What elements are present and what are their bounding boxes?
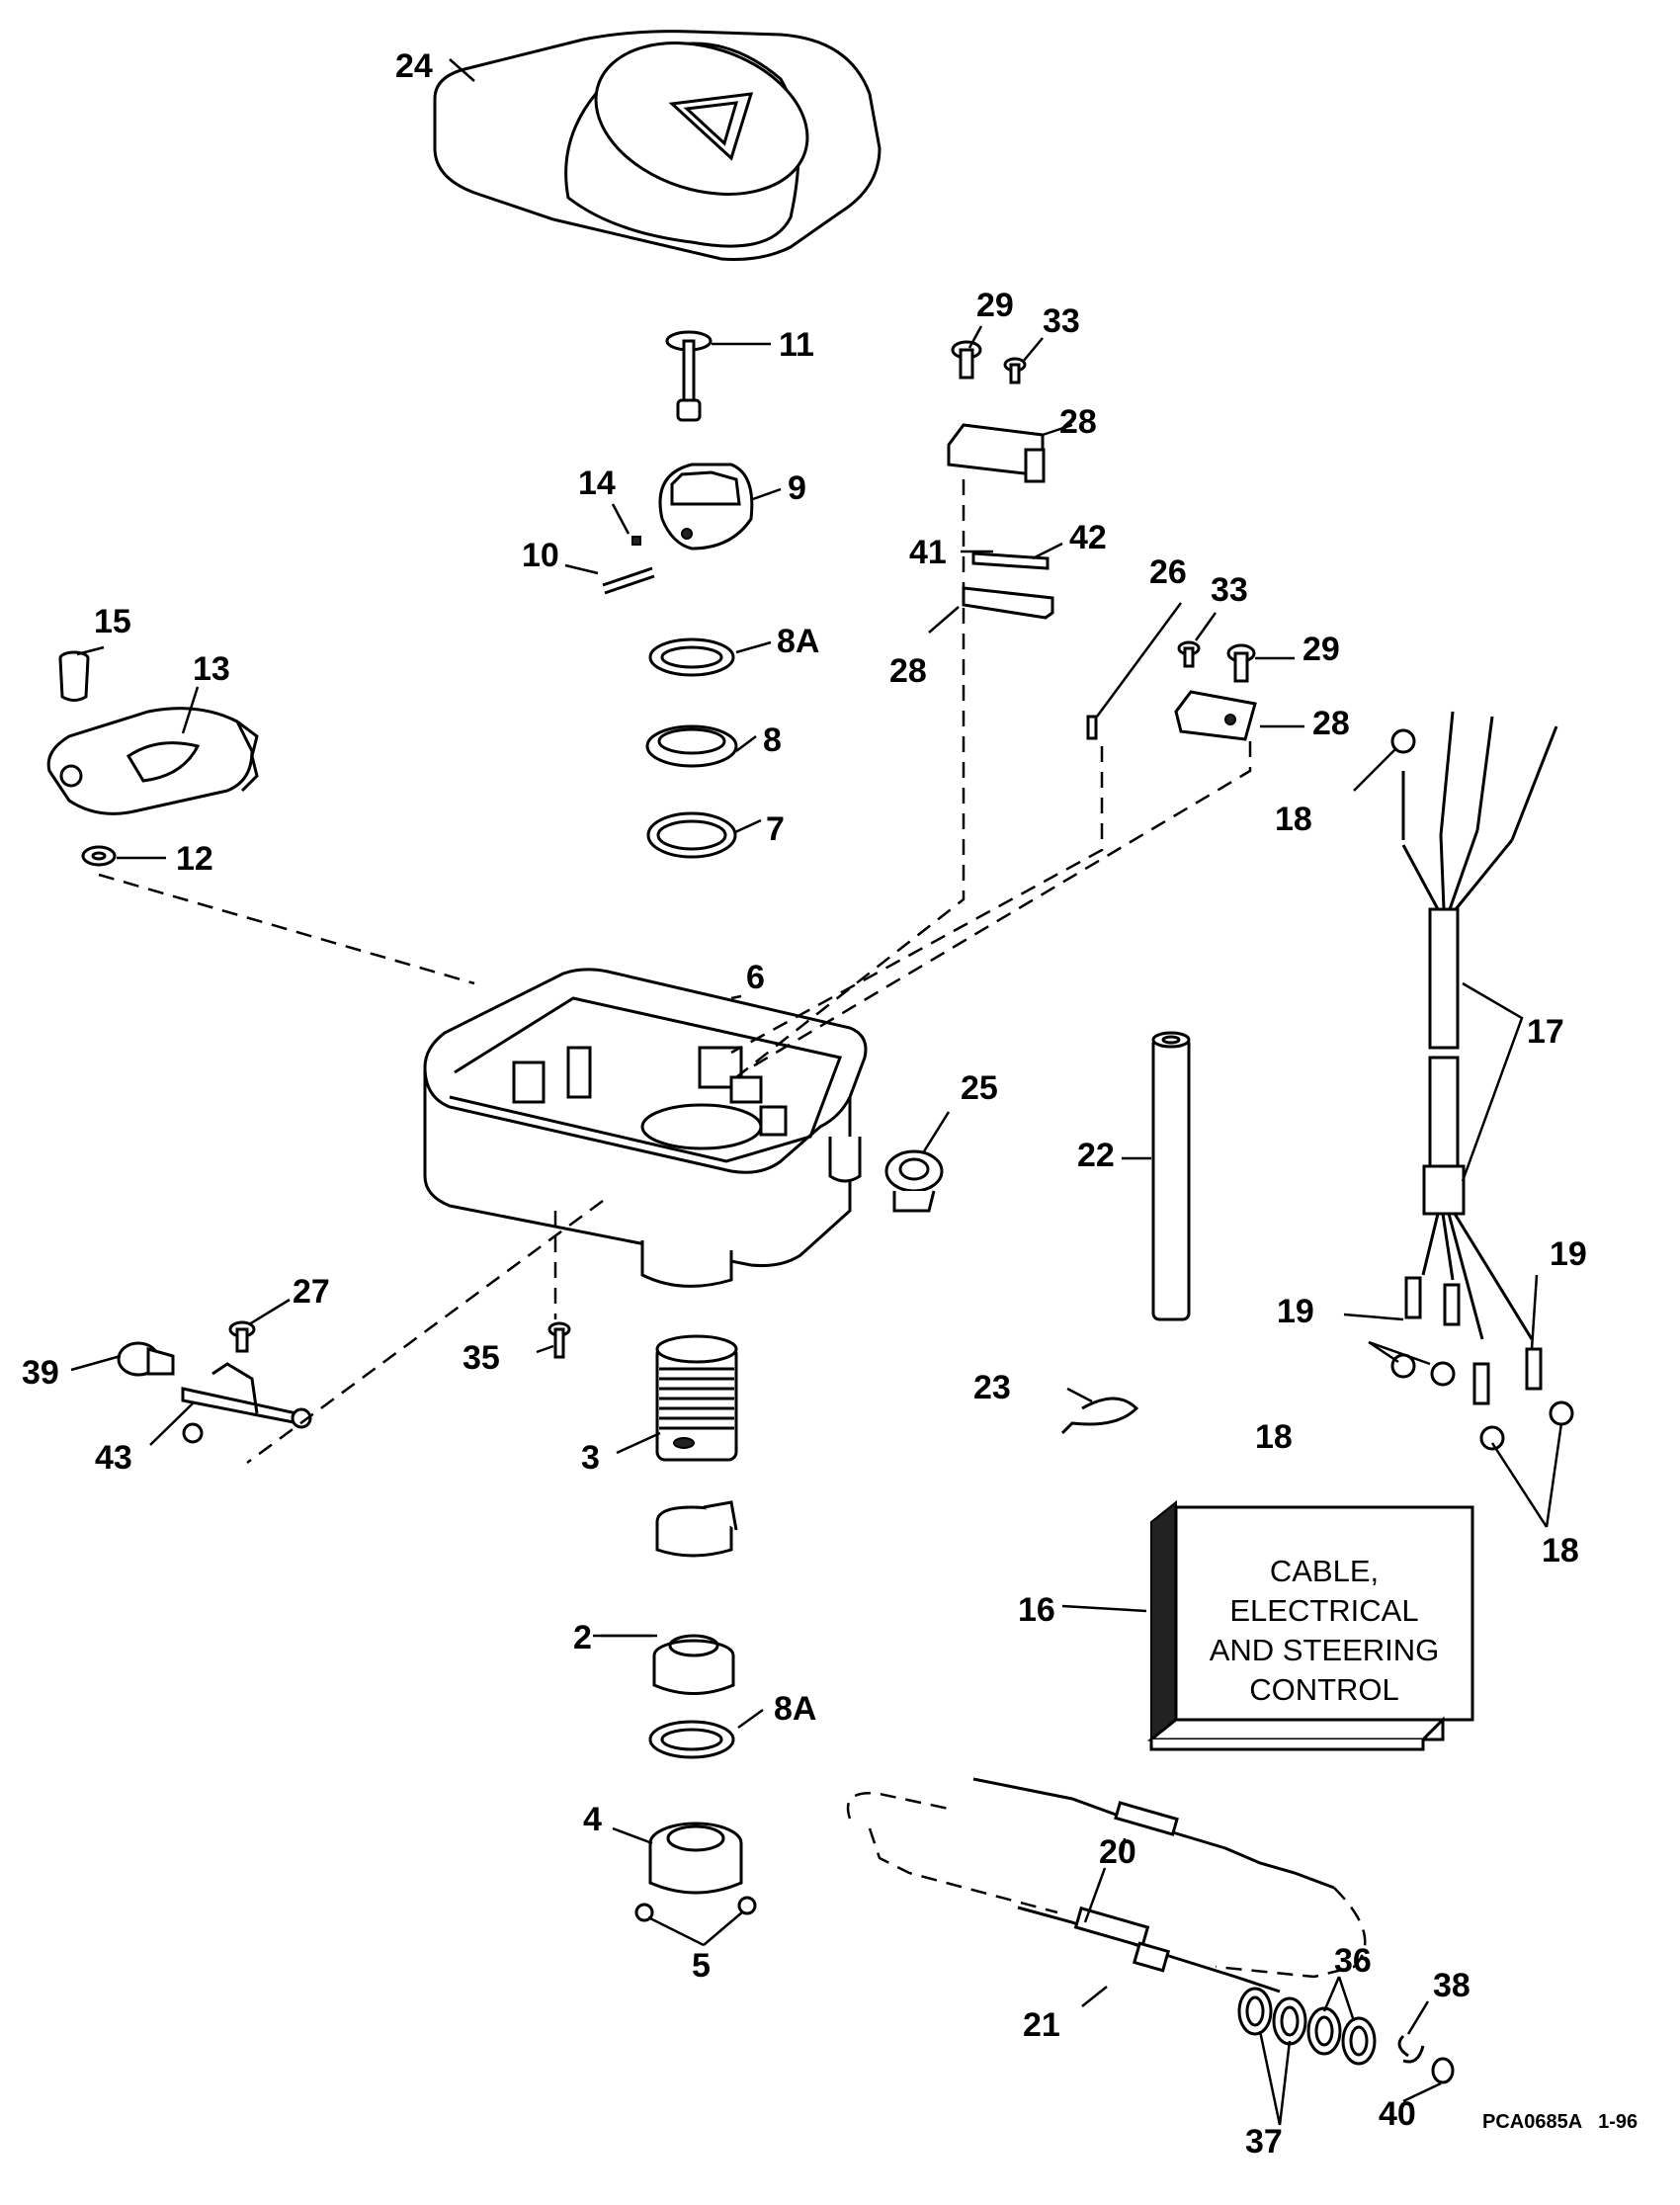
label-18-bottom: 18 [1255, 1418, 1293, 1456]
part-43-ground-strap [181, 1362, 312, 1444]
label-18-right: 18 [1542, 1532, 1579, 1569]
label-23: 23 [973, 1369, 1011, 1406]
box-line-4: CONTROL [1249, 1672, 1399, 1707]
part-36-37-washers [1237, 1987, 1377, 2066]
part-39-cap [117, 1341, 175, 1377]
label-18-top: 18 [1275, 801, 1312, 838]
part-1-bushing [652, 1634, 735, 1695]
part-35-screw [547, 1321, 571, 1359]
label-12: 12 [176, 840, 213, 878]
label-5: 6 [746, 959, 765, 996]
label-19-left: 19 [1277, 1293, 1314, 1330]
label-8: 8A [774, 1690, 816, 1728]
label-42: 42 [1069, 519, 1107, 556]
label-11: 11 [779, 326, 814, 364]
part-33-screw-top [1003, 357, 1027, 384]
label-29-top: 29 [976, 287, 1014, 324]
part-7-cup [645, 724, 738, 768]
label-4: 5 [692, 1947, 711, 1985]
label-15: 15 [94, 603, 131, 640]
label-1: 2 [573, 1619, 592, 1656]
part-13-gear-plate [46, 707, 259, 815]
box-line-3: AND STEERING [1210, 1633, 1440, 1667]
label-2: 3 [581, 1439, 600, 1477]
label-3: 4 [583, 1801, 602, 1838]
part-15-pin [58, 650, 90, 702]
part-17-cable [1390, 711, 1574, 1451]
label-7: 8 [763, 721, 782, 759]
label-19-right: 19 [1550, 1235, 1587, 1273]
label-38: 38 [1433, 1967, 1470, 2004]
part-12-washer [81, 845, 117, 867]
part-29-screw-top [951, 340, 982, 380]
drawing-code: PCA0685A 1-96 [1482, 2111, 1638, 2133]
label-16: 16 [1018, 1591, 1055, 1629]
label-17: 17 [1527, 1013, 1564, 1051]
label-24: 24 [395, 47, 433, 85]
part-4-screws [634, 1896, 757, 1922]
box-line-1: CABLE, [1270, 1554, 1379, 1588]
label-10: 10 [522, 537, 559, 574]
label-33-top: 33 [1043, 302, 1080, 340]
part-6-washer [646, 811, 737, 859]
label-35: 35 [462, 1339, 500, 1377]
part-28-block-right [1174, 690, 1257, 741]
label-37: 37 [1245, 2123, 1283, 2161]
part-16-cable-box: CABLE, ELECTRICAL AND STEERING CONTROL [1146, 1499, 1474, 1751]
label-40: 40 [1379, 2095, 1416, 2133]
box-line-2: ELECTRICAL [1229, 1593, 1418, 1628]
label-36: 36 [1334, 1942, 1372, 1980]
label-43: 43 [95, 1439, 132, 1477]
part-8a-bearing [648, 637, 735, 677]
part-29-screw-right [1226, 643, 1256, 683]
label-13: 13 [193, 650, 230, 688]
label-39: 39 [22, 1354, 59, 1392]
part-26-clip [884, 1149, 944, 1213]
label-8a: 8A [777, 623, 819, 660]
part-9-pinion [658, 463, 754, 551]
leader-lines [70, 58, 1563, 2126]
part-11-pin [665, 330, 713, 422]
part-27-pin [1086, 715, 1098, 740]
label-28-mid: 28 [889, 652, 927, 690]
callout-labels: 24 11 29 33 28 14 9 10 41 42 26 33 15 8A… [22, 47, 1638, 2161]
part-22-tube [1151, 1031, 1191, 1321]
label-28-top: 28 [1059, 403, 1097, 441]
label-25: 27 [293, 1273, 330, 1311]
part-2-threaded-sleeve [655, 1334, 738, 1462]
part-25-screw [228, 1320, 256, 1353]
part-41-42-terminals [962, 551, 1054, 620]
part-3-clamp-ring [648, 1822, 743, 1895]
part-10-pin [602, 566, 655, 595]
label-26: 25 [961, 1069, 998, 1107]
part-5-housing [423, 968, 868, 1288]
part-14-key [631, 536, 641, 546]
label-20: 20 [1099, 1833, 1136, 1871]
part-24-cover [433, 30, 882, 261]
label-33-right: 33 [1211, 571, 1248, 609]
label-41: 41 [909, 534, 947, 571]
part-28-block-top [947, 423, 1046, 483]
assembly-lines [98, 479, 1252, 1465]
collar [655, 1500, 738, 1558]
label-29-right: 29 [1302, 631, 1340, 668]
part-8-bearing [648, 1720, 735, 1759]
label-9: 9 [788, 469, 806, 507]
label-22: 22 [1077, 1137, 1115, 1174]
part-38-clip [1397, 2034, 1425, 2064]
label-28-right: 28 [1312, 705, 1350, 742]
part-23-spring-clip [1060, 1397, 1139, 1435]
label-21: 21 [1023, 2006, 1060, 2044]
label-27: 26 [1149, 553, 1187, 591]
part-33-screw-right [1177, 640, 1201, 668]
label-6: 7 [766, 810, 785, 848]
label-14: 14 [578, 465, 616, 502]
part-40-nut [1431, 2057, 1455, 2084]
part-20-steering-cable [846, 1777, 1367, 1993]
